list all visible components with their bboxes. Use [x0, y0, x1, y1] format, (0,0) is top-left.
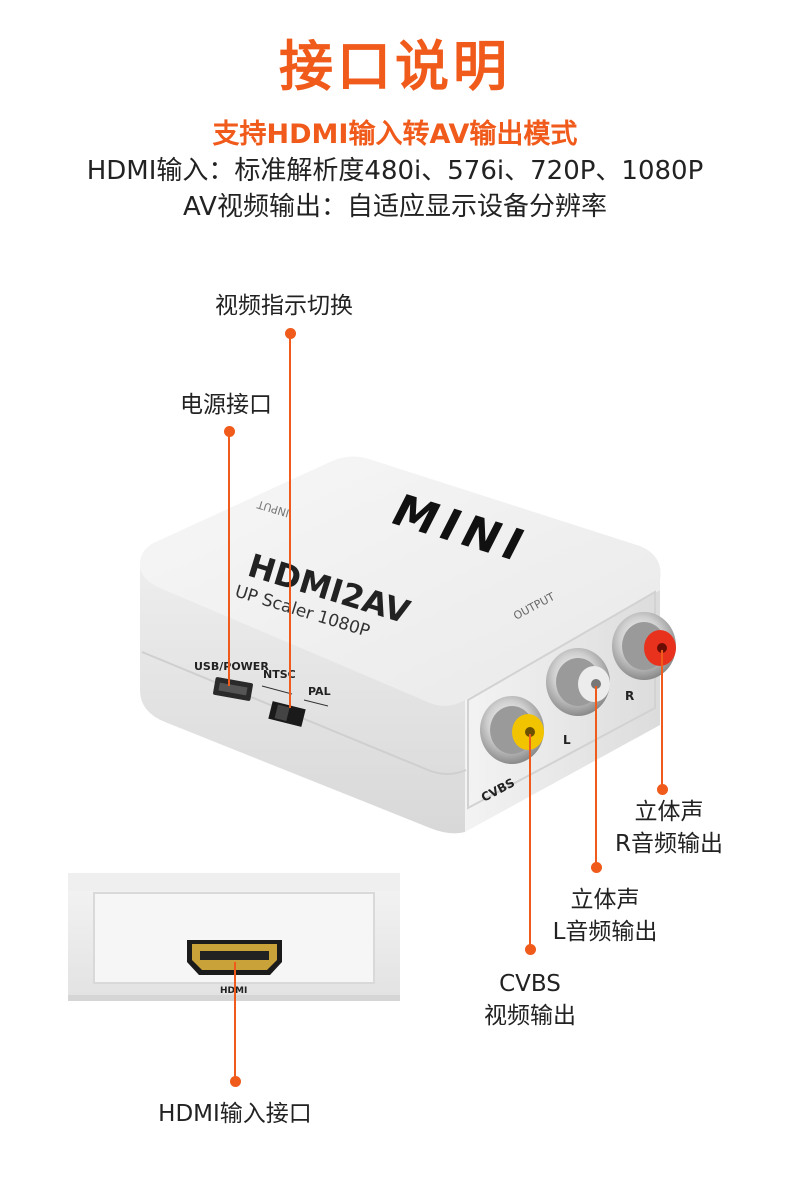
ntsc-pal-switch: [268, 701, 306, 727]
r-audio-label-1: 立体声: [634, 799, 704, 825]
cvbs-label-1: CVBS: [499, 971, 561, 997]
hdmi-input-label: HDMI输入接口: [158, 1101, 312, 1127]
usb-power-port: [213, 677, 253, 701]
video-switch-label: 视频指示切换: [215, 293, 353, 319]
hdmi-input-spec: HDMI输入：标准解析度480i、576i、720P、1080P: [86, 156, 704, 186]
hdmi-port-text: HDMI: [220, 986, 247, 996]
l-audio-label-1: 立体声: [570, 887, 640, 913]
r-jack-text: R: [625, 689, 634, 703]
l-audio-white-jack: [546, 648, 610, 716]
av-output-spec: AV视频输出：自适应显示设备分辨率: [183, 192, 607, 222]
cvbs-dot: [525, 944, 536, 955]
page-title: 接口说明: [279, 35, 511, 98]
power-port-label: 电源接口: [180, 392, 272, 418]
l-audio-dot: [591, 862, 602, 873]
l-jack-text: L: [563, 733, 571, 747]
hdmi-input-dot: [230, 1076, 241, 1087]
r-audio-red-jack: [612, 612, 676, 680]
cvbs-yellow-jack: [480, 696, 544, 764]
page-subtitle: 支持HDMI输入转AV输出模式: [212, 119, 578, 150]
l-audio-label-2: L音频输出: [552, 919, 658, 945]
r-audio-label-2: R音频输出: [615, 831, 723, 857]
pal-text: PAL: [308, 685, 331, 698]
callout-lines: [228, 334, 663, 1080]
usb-power-text: USB/POWER: [194, 660, 269, 673]
power-port-dot: [224, 426, 235, 437]
r-audio-dot: [657, 784, 668, 795]
cvbs-label-2: 视频输出: [484, 1003, 576, 1029]
ntsc-text: NTSC: [263, 668, 296, 681]
video-switch-dot: [285, 328, 296, 339]
